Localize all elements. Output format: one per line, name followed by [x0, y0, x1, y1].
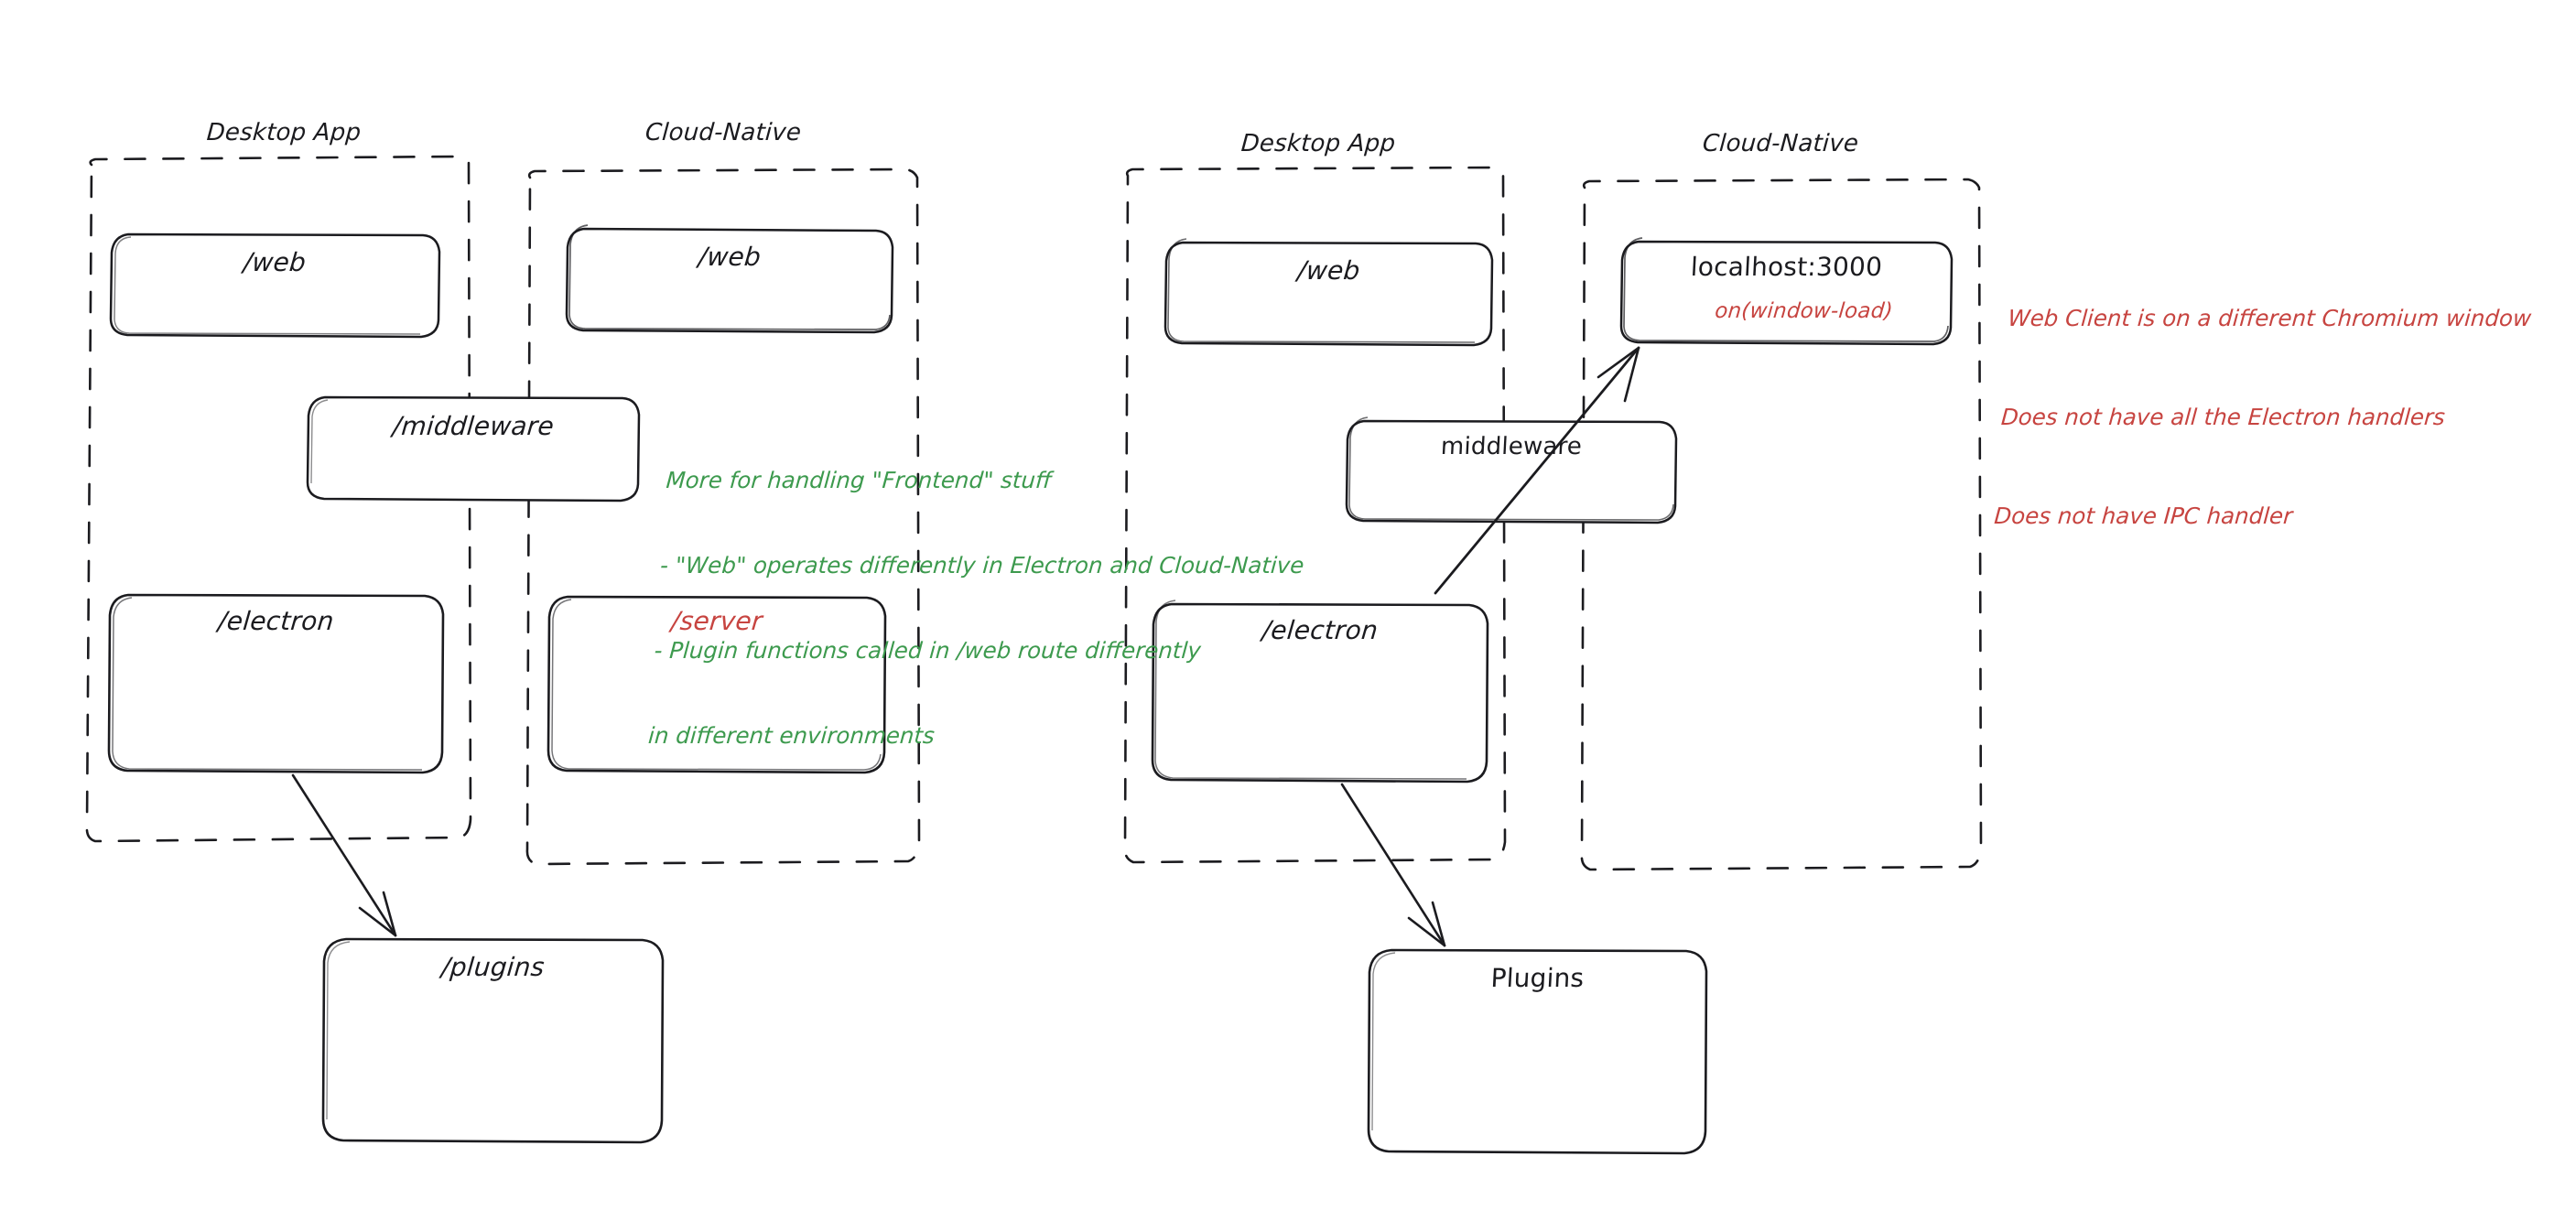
node-label-left-plugins: /plugins [439, 952, 547, 982]
group-left-cloud-native[interactable] [525, 168, 921, 866]
node-right-plugins[interactable] [1367, 948, 1708, 1155]
node-sublabel-right-localhost-onwindowload: on(window-load) [1714, 299, 1894, 323]
node-label-right-electron: /electron [1261, 615, 1380, 645]
group-right-cloud-native[interactable] [1580, 178, 1983, 871]
node-left-plugins[interactable] [321, 937, 665, 1144]
node-label-left-electron: /electron [216, 606, 336, 636]
node-left-cloud-web[interactable] [565, 224, 894, 334]
node-label-left-cloud-web: /web [697, 242, 763, 272]
annotation-right-red-line-2: Does not have all the Electron handlers [2000, 404, 2446, 430]
annotation-right-red-line-3: Does not have IPC handler [1993, 503, 2294, 529]
annotation-left-green-line-1: More for handling "Frontend" stuff [665, 467, 1053, 493]
node-label-left-middleware: /middleware [391, 411, 556, 441]
group-title-left-cloud-native: Cloud-Native [644, 119, 803, 146]
node-label-right-plugins: Plugins [1489, 963, 1586, 993]
group-left-desktop-app[interactable] [85, 155, 472, 843]
group-title-right-desktop-app: Desktop App [1239, 130, 1397, 157]
node-label-left-desktop-web: /web [242, 247, 308, 277]
node-left-electron[interactable] [107, 593, 445, 774]
group-title-left-desktop-app: Desktop App [205, 119, 363, 146]
annotation-left-green-line-2: - "Web" operates differently in Electron… [659, 552, 1305, 578]
group-right-desktop-app[interactable] [1123, 166, 1507, 864]
node-label-right-middleware: middleware [1440, 433, 1583, 460]
node-left-middleware[interactable] [306, 395, 641, 503]
node-right-desktop-web[interactable] [1164, 238, 1494, 347]
node-right-middleware[interactable] [1345, 416, 1678, 524]
node-label-right-desktop-web: /web [1295, 255, 1362, 286]
annotation-left-green: More for handling "Frontend" stuff - "We… [644, 409, 1315, 806]
edge-left-electron-to-plugins [291, 773, 397, 937]
node-right-localhost[interactable] [1619, 237, 1954, 346]
node-left-desktop-web[interactable] [109, 232, 441, 339]
edge-right-electron-to-localhost [1434, 346, 1640, 595]
group-title-right-cloud-native: Cloud-Native [1701, 130, 1860, 157]
node-left-server[interactable] [547, 595, 887, 774]
node-label-right-localhost: localhost:3000 [1690, 252, 1883, 282]
annotation-right-red: Web Client is on a different Chromium wi… [1988, 236, 2537, 599]
node-right-electron[interactable] [1151, 600, 1489, 784]
annotation-right-red-line-1: Web Client is on a different Chromium wi… [2007, 305, 2533, 331]
annotation-left-green-line-4: in different environments [647, 722, 936, 749]
edge-right-electron-to-plugins [1340, 783, 1446, 947]
